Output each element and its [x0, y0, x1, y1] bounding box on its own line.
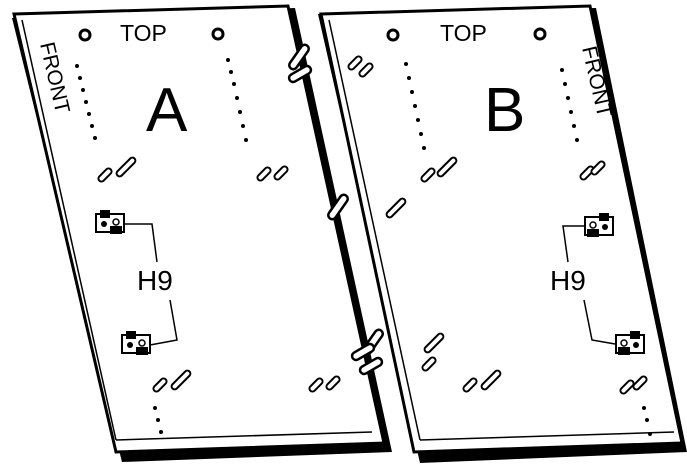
leader-line — [149, 299, 178, 346]
panel-b-bevel-bottom — [419, 431, 675, 441]
panel-a-dots-bottom — [153, 406, 163, 434]
hole-icon — [533, 27, 547, 41]
panel-b-bevel-left — [328, 19, 421, 441]
dowel-icon — [358, 356, 384, 376]
panel-a: TOP A FRONT H9 — [12, 4, 392, 462]
dowel-icon — [288, 43, 310, 71]
hole-icon — [386, 28, 400, 42]
panel-a-bevel-bottom — [115, 431, 373, 441]
panel-a-dots-right — [226, 58, 248, 142]
connecting-dowels — [287, 43, 384, 376]
leader-line — [124, 223, 158, 263]
panel-b-dots-right — [560, 68, 579, 142]
panel-a-dots-left — [75, 64, 97, 140]
hinge-label: H9 — [550, 265, 586, 296]
hole-icon — [211, 27, 225, 41]
panel-b-slots — [347, 55, 648, 395]
hinge-icon — [95, 210, 125, 234]
panel-a-slots — [97, 156, 341, 393]
dowel-icon — [327, 193, 349, 221]
panel-a-bevel-left — [21, 19, 117, 441]
panel-letter: A — [146, 76, 188, 145]
hinge-icon — [584, 213, 614, 237]
hinge-icon — [615, 331, 645, 355]
leader-line — [562, 225, 585, 263]
hinge-icon — [121, 331, 151, 355]
top-label: TOP — [120, 20, 167, 46]
dowel-icon — [287, 64, 313, 84]
panel-b-dots-left — [404, 62, 426, 150]
panel-a-face — [12, 4, 386, 454]
hinge-label: H9 — [137, 265, 173, 296]
panel-letter: B — [484, 76, 525, 145]
hole-icon — [78, 28, 92, 42]
leader-line — [583, 299, 616, 345]
top-label: TOP — [440, 20, 487, 46]
panel-b: TOP B FRONT H9 — [318, 4, 687, 463]
panel-b-dots-bottom — [642, 406, 652, 436]
dowel-icon — [350, 342, 376, 362]
